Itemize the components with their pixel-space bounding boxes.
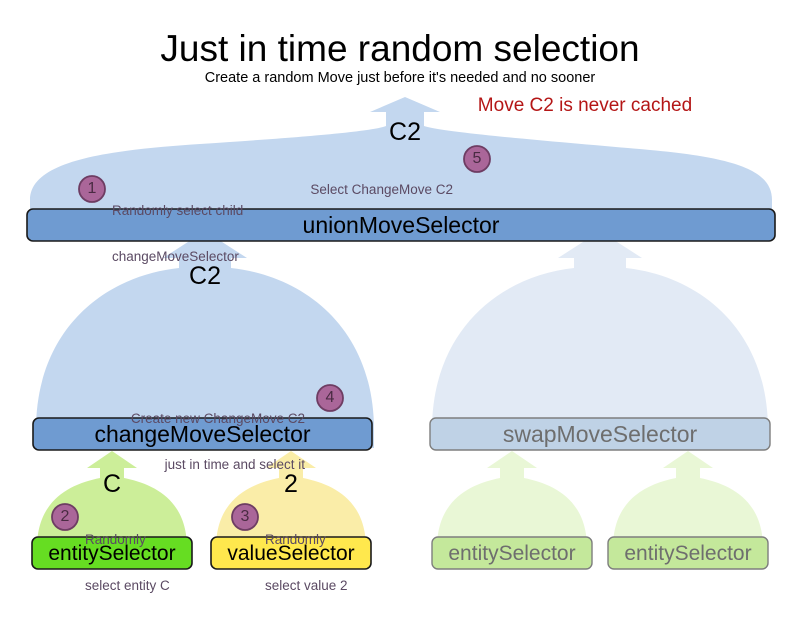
badge-1-circle: [78, 175, 106, 203]
move-label-entity-out: C: [102, 470, 122, 498]
badge-4-circle: [316, 384, 344, 412]
entity-left-bar: [31, 536, 193, 570]
annotation-3-line-1: Randomly: [265, 532, 326, 548]
move-label-union-out: C2: [389, 118, 421, 146]
annotation-2-line-2: select entity C: [85, 577, 170, 593]
value-left-hull-arrow: [216, 451, 366, 560]
node-label-union[interactable]: unionMoveSelector: [302, 212, 500, 238]
badge-5-circle: [463, 145, 491, 173]
change-bar: [32, 417, 373, 451]
annotation-2-badge: 2: [60, 508, 70, 525]
annotation-5-line-1: Select ChangeMove C2: [310, 182, 453, 198]
node-label-change[interactable]: changeMoveSelector: [94, 421, 311, 447]
annotation-5-badge: 5: [472, 150, 482, 167]
annotation-2-text: Randomly select entity C: [85, 502, 210, 623]
annotation-1-badge: 1: [87, 180, 97, 197]
annotation-2-line-1: Randomly: [85, 532, 146, 548]
entity-right-2-bar: [607, 536, 769, 570]
annotation-4-text: Create new ChangeMove C2 just in time an…: [90, 381, 305, 502]
annotation-1-line-1: Randomly select child: [112, 203, 244, 219]
annotation-4-badge: 4: [325, 389, 335, 406]
swap-bar: [429, 417, 771, 451]
node-label-entity-right-1[interactable]: entitySelector: [448, 542, 576, 565]
node-label-entity-left[interactable]: entitySelector: [48, 542, 176, 565]
node-label-value-left[interactable]: valueSelector: [227, 542, 355, 565]
change-hull-arrow: [36, 231, 374, 448]
badge-3-circle: [231, 503, 259, 531]
node-label-entity-right-2[interactable]: entitySelector: [624, 542, 752, 565]
annotation-4-line-1: Create new ChangeMove C2: [130, 411, 305, 427]
diagram-canvas: Just in time random selection Create a r…: [26, 28, 776, 593]
annotation-3-badge: 3: [240, 508, 250, 525]
entity-right-1-bar: [431, 536, 593, 570]
value-left-bar: [210, 536, 372, 570]
page-title: Just in time random selection: [160, 28, 640, 69]
swap-hull-arrow: [432, 231, 768, 448]
union-bar: [26, 208, 776, 242]
annotation-4-line-2: just in time and select it: [164, 456, 305, 472]
annotation-1-text: Randomly select child changeMoveSelector: [112, 173, 322, 294]
entity-left-hull-arrow: [37, 451, 187, 560]
annotation-1-line-2: changeMoveSelector: [112, 248, 239, 264]
diagram-shapes: [26, 97, 776, 570]
node-label-swap[interactable]: swapMoveSelector: [502, 421, 698, 447]
page-subtitle: Create a random Move just before it's ne…: [204, 70, 596, 86]
move-label-union-to-change: C2: [189, 262, 221, 290]
union-hull-arrow: [30, 97, 772, 213]
cache-warning-text: Move C2 is never cached: [477, 95, 693, 116]
annotation-5-text: Select ChangeMove C2: [253, 152, 453, 228]
annotation-3-text: Randomly select value 2: [265, 502, 390, 623]
badge-2-circle: [51, 503, 79, 531]
entity-right-1-hull-arrow: [437, 451, 587, 560]
move-label-value-out: 2: [284, 470, 298, 498]
annotation-3-line-2: select value 2: [265, 577, 348, 593]
entity-right-2-hull-arrow: [613, 451, 763, 560]
